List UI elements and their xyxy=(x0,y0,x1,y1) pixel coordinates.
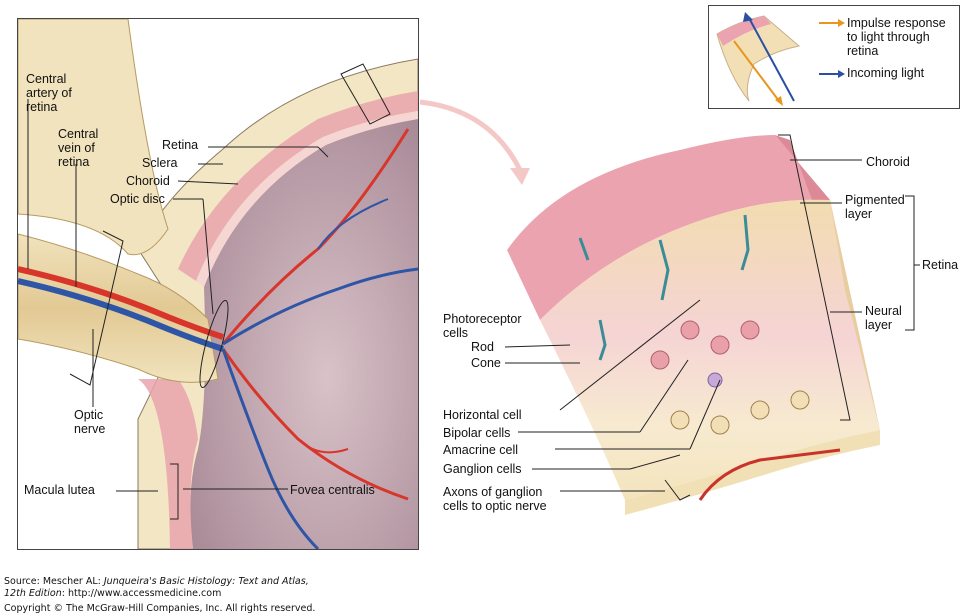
legend-impulse-label: Impulse response to light through retina xyxy=(847,16,946,58)
legend-arrow-icons xyxy=(819,19,845,78)
legend-box: Impulse response to light through retina… xyxy=(708,5,960,109)
label-central-vein: Central vein of retina xyxy=(58,127,99,169)
label-macula-lutea: Macula lutea xyxy=(24,483,95,497)
label-choroid-left: Choroid xyxy=(126,174,170,188)
label-optic-nerve: Optic nerve xyxy=(74,408,106,436)
source-line-1: Source: Mescher AL: Junqueira's Basic Hi… xyxy=(4,576,309,587)
label-neural-layer: Neural layer xyxy=(865,304,902,332)
label-pigmented-layer: Pigmented layer xyxy=(845,193,905,221)
eye-cross-section-illustration xyxy=(18,19,418,549)
label-horizontal-cell: Horizontal cell xyxy=(443,408,522,422)
label-central-artery: Central artery of retina xyxy=(26,72,72,114)
label-choroid-right: Choroid xyxy=(866,155,910,169)
label-fovea-centralis: Fovea centralis xyxy=(290,483,375,497)
source-copyright: Copyright © The McGraw-Hill Companies, I… xyxy=(4,603,316,614)
label-axons: Axons of ganglion cells to optic nerve xyxy=(443,485,547,513)
label-optic-disc: Optic disc xyxy=(110,192,165,206)
label-amacrine-cell: Amacrine cell xyxy=(443,443,519,457)
legend-retina-thumbnail xyxy=(716,12,801,106)
label-ganglion-cells: Ganglion cells xyxy=(443,462,522,476)
label-retina-right: Retina xyxy=(922,258,959,272)
label-photoreceptor-cells: Photoreceptor cells xyxy=(443,312,522,340)
label-sclera: Sclera xyxy=(142,156,178,170)
label-cone: Cone xyxy=(471,356,501,370)
label-retina-left: Retina xyxy=(162,138,199,152)
legend-incoming-label: Incoming light xyxy=(847,66,925,80)
label-bipolar-cells: Bipolar cells xyxy=(443,426,511,440)
label-rod: Rod xyxy=(471,340,494,354)
eye-cross-section-panel xyxy=(17,18,419,550)
source-line-2: 12th Edition: http://www.accessmedicine.… xyxy=(4,588,222,599)
